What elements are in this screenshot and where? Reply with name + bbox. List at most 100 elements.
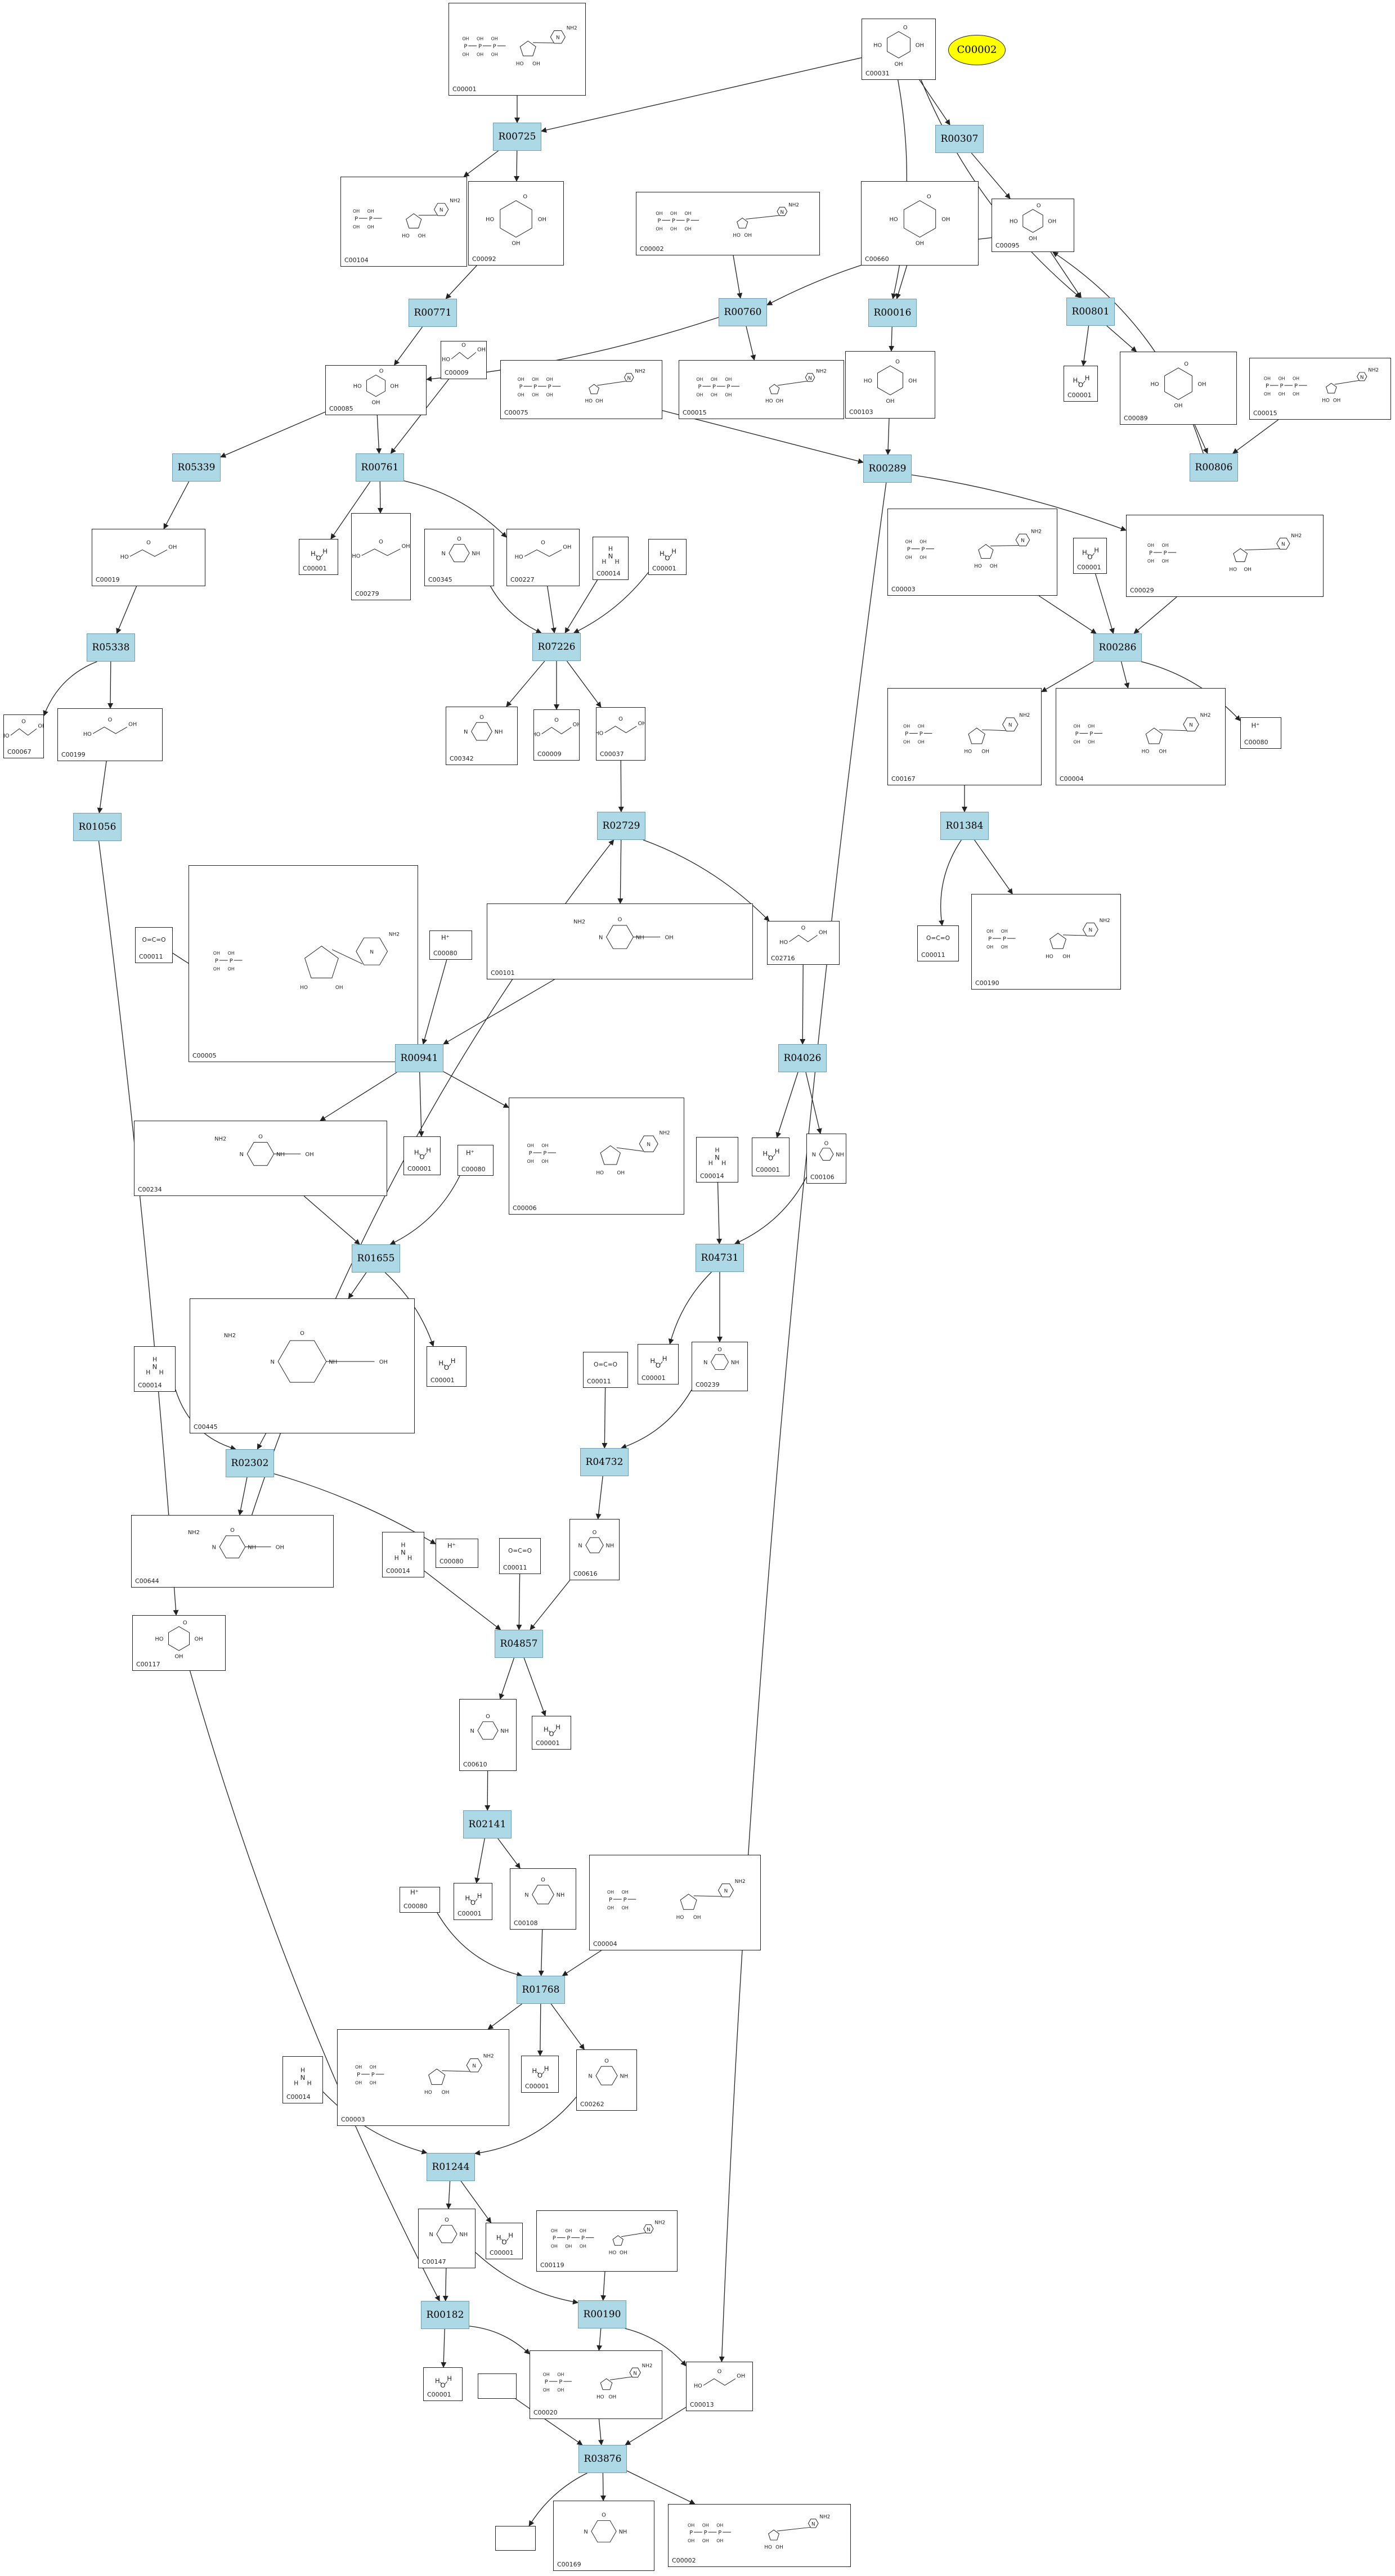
reaction-node[interactable]: R00801 bbox=[1066, 298, 1115, 326]
reaction-node[interactable]: R00307 bbox=[935, 125, 984, 153]
reaction-node[interactable]: R00286 bbox=[1093, 633, 1142, 662]
compound-node[interactable]: HOOHOC00037 bbox=[596, 707, 645, 761]
reaction-node[interactable]: R05338 bbox=[87, 633, 135, 662]
reaction-node[interactable]: R00761 bbox=[356, 453, 404, 482]
reaction-node[interactable]: R03876 bbox=[578, 2445, 627, 2473]
reaction-node[interactable]: R00289 bbox=[863, 455, 912, 483]
reaction-node[interactable]: R00806 bbox=[1190, 453, 1238, 482]
reaction-node[interactable]: R01244 bbox=[427, 2153, 475, 2181]
compound-node[interactable]: H⁺C00080 bbox=[400, 1887, 440, 1913]
reaction-node[interactable]: R00941 bbox=[395, 1044, 443, 1072]
compound-node[interactable]: H⁺C00080 bbox=[1240, 717, 1281, 749]
reaction-node[interactable]: R00182 bbox=[421, 2301, 469, 2329]
compound-node[interactable] bbox=[495, 2526, 536, 2551]
reaction-node[interactable]: R04732 bbox=[580, 1448, 629, 1476]
reaction-node[interactable]: R05339 bbox=[172, 453, 221, 482]
reaction-node[interactable]: R01056 bbox=[73, 813, 122, 841]
reaction-node[interactable]: R01384 bbox=[940, 812, 989, 840]
reaction-node[interactable]: R04731 bbox=[696, 1244, 744, 1272]
reaction-node[interactable]: R02141 bbox=[463, 1810, 512, 1838]
reaction-node[interactable]: R00771 bbox=[409, 299, 457, 327]
target-compound-node[interactable]: C00002 bbox=[948, 35, 1006, 65]
compound-node[interactable]: H⁺C00080 bbox=[429, 930, 472, 960]
compound-node[interactable]: HOOHOC00067 bbox=[3, 714, 44, 758]
reaction-node[interactable]: R07226 bbox=[532, 633, 581, 661]
compound-node[interactable]: H⁺C00080 bbox=[436, 1539, 478, 1568]
reaction-node[interactable]: R00760 bbox=[719, 298, 767, 326]
reaction-node[interactable]: R02729 bbox=[597, 812, 645, 840]
reaction-node[interactable]: R00725 bbox=[493, 123, 541, 151]
reaction-node[interactable]: R02302 bbox=[226, 1449, 274, 1477]
reaction-node[interactable]: R04026 bbox=[778, 1044, 827, 1072]
reaction-node[interactable]: R00016 bbox=[868, 299, 917, 327]
compound-node[interactable]: H⁺C00080 bbox=[457, 1145, 494, 1176]
compound-node[interactable] bbox=[478, 2373, 517, 2399]
reaction-node[interactable]: R04857 bbox=[495, 1630, 543, 1658]
reaction-node[interactable]: R01655 bbox=[352, 1244, 400, 1273]
reaction-node[interactable]: R00190 bbox=[578, 2300, 626, 2328]
reaction-node[interactable]: R01768 bbox=[517, 1976, 565, 2004]
